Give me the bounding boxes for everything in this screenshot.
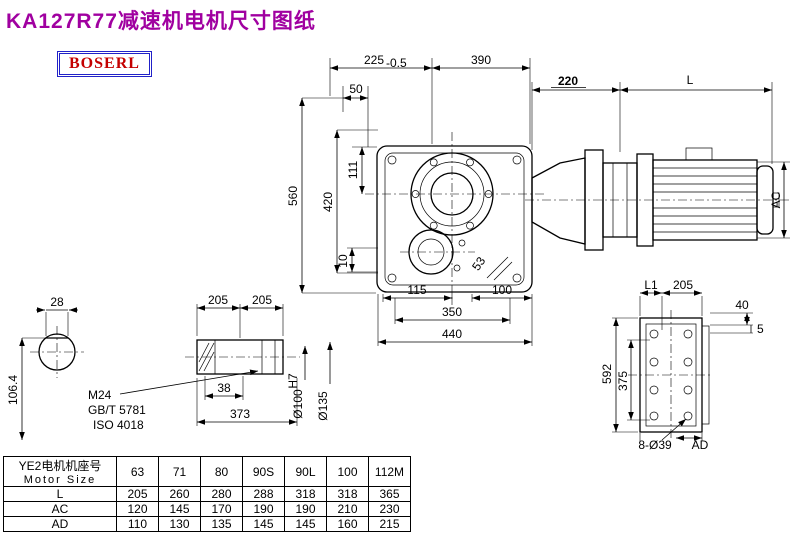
shaft-section-view: 28 106.4 bbox=[6, 295, 84, 440]
table-cell: 260 bbox=[158, 486, 201, 502]
dim-bore-label: Ø100 bbox=[291, 389, 305, 419]
standard-iso-label: ISO 4018 bbox=[93, 418, 144, 432]
table-cell: 280 bbox=[200, 486, 243, 502]
dim-53-label: 53 bbox=[469, 254, 488, 273]
ac-dimension: AC bbox=[757, 161, 790, 239]
dim-AC-label: AC bbox=[769, 191, 783, 208]
table-cell: 135 bbox=[200, 516, 243, 532]
row-label: AD bbox=[3, 516, 117, 532]
col-header: 90L bbox=[284, 456, 327, 487]
fan-shaft-stub bbox=[772, 192, 780, 208]
boserl-logo: BOSERL bbox=[57, 51, 152, 77]
table-cell: 170 bbox=[200, 501, 243, 517]
dim-5-label: 5 bbox=[757, 322, 764, 336]
table-cell: 318 bbox=[284, 486, 327, 502]
dim-440-label: 440 bbox=[442, 327, 462, 341]
dim-100-label: 100 bbox=[492, 283, 512, 297]
table-cell: 210 bbox=[326, 501, 369, 517]
dim-390-label: 390 bbox=[471, 53, 491, 67]
dim-373-label: 373 bbox=[230, 407, 250, 421]
dim-AD-label: AD bbox=[692, 438, 709, 452]
table-cell: 215 bbox=[368, 516, 411, 532]
holes-callout-label: 8-Ø39 bbox=[638, 438, 672, 452]
rear-mounting-view: L1 205 40 5 592 375 8-Ø39 AD bbox=[600, 278, 764, 452]
table-cell: 145 bbox=[284, 516, 327, 532]
table-cell: 365 bbox=[368, 486, 411, 502]
dim-225-label: 225 bbox=[364, 53, 384, 67]
col-header: 112M bbox=[368, 456, 411, 487]
dim-106-label: 106.4 bbox=[6, 375, 20, 405]
table-cell: 110 bbox=[116, 516, 159, 532]
dim-205b-label: 205 bbox=[252, 293, 272, 307]
terminal-box bbox=[685, 147, 713, 161]
header-motor-size-en: Motor Size bbox=[23, 474, 97, 486]
dim-560-label: 560 bbox=[286, 186, 300, 206]
dim-220-label: 220 bbox=[558, 74, 578, 88]
table-cell: 190 bbox=[242, 501, 285, 517]
table-cell: 318 bbox=[326, 486, 369, 502]
motor-size-table: YE2电机机座号 Motor Size 63 71 80 90S 90L 100… bbox=[3, 456, 411, 532]
front-view-gearbox bbox=[365, 132, 545, 305]
col-header: 63 bbox=[116, 456, 159, 487]
standard-gb-label: GB/T 5781 bbox=[88, 403, 146, 417]
table-cell: 120 bbox=[116, 501, 159, 517]
dim-350-label: 350 bbox=[442, 305, 462, 319]
dim-50-label: 50 bbox=[349, 82, 363, 96]
thread-label: M24 bbox=[88, 388, 112, 402]
row-label: L bbox=[3, 486, 117, 502]
dim-10-label: 10 bbox=[336, 254, 350, 268]
dim-205a-label: 205 bbox=[208, 293, 228, 307]
dim-375-label: 375 bbox=[616, 371, 630, 391]
table-cell: 190 bbox=[284, 501, 327, 517]
side-view-motor bbox=[525, 147, 792, 251]
dim-bore-tol-label: H7 bbox=[286, 373, 300, 389]
col-header: 100 bbox=[326, 456, 369, 487]
table-cell: 230 bbox=[368, 501, 411, 517]
table-cell: 145 bbox=[242, 516, 285, 532]
bell-adapter bbox=[531, 157, 586, 245]
col-header: 80 bbox=[200, 456, 243, 487]
col-header: 90S bbox=[242, 456, 285, 487]
dim-592-label: 592 bbox=[600, 364, 614, 384]
dim-L-label: L bbox=[687, 73, 694, 87]
bottom-dimensions: 115 100 53 350 440 bbox=[377, 254, 533, 346]
dim-28-label: 28 bbox=[50, 295, 64, 309]
dim-205r-label: 205 bbox=[673, 278, 693, 292]
dim-flange-label: Ø135 bbox=[316, 391, 330, 421]
table-cell: 145 bbox=[158, 501, 201, 517]
dim-420-label: 420 bbox=[321, 192, 335, 212]
dim-115-label: 115 bbox=[407, 283, 426, 297]
row-label: AC bbox=[3, 501, 117, 517]
dim-225-tol-label: -0.5 bbox=[386, 56, 407, 70]
header-motor-size: YE2电机机座号 Motor Size bbox=[3, 456, 117, 487]
table-row-AD: AD 110 130 135 145 145 160 215 bbox=[3, 516, 411, 532]
header-motor-size-cn: YE2电机机座号 bbox=[18, 459, 102, 473]
top-dimensions: 225 -0.5 390 220 L 50 bbox=[329, 53, 773, 164]
table-cell: 130 bbox=[158, 516, 201, 532]
dim-111-label: 111 bbox=[346, 161, 360, 180]
table-cell: 288 bbox=[242, 486, 285, 502]
table-cell: 160 bbox=[326, 516, 369, 532]
shaft-side-view: 205 205 M24 GB/T 5781 ISO 4018 38 373 Ø1… bbox=[88, 293, 333, 432]
dim-40-label: 40 bbox=[735, 298, 749, 312]
table-cell: 205 bbox=[116, 486, 159, 502]
dim-L1-label: L1 bbox=[644, 278, 658, 292]
left-dimensions: 560 420 111 10 bbox=[286, 97, 378, 294]
table-header-row: YE2电机机座号 Motor Size 63 71 80 90S 90L 100… bbox=[3, 456, 411, 487]
table-row-AC: AC 120 145 170 190 190 210 230 bbox=[3, 501, 411, 517]
page-title: KA127R77减速机电机尺寸图纸 bbox=[6, 10, 316, 33]
dim-38-label: 38 bbox=[217, 381, 231, 395]
table-row-L: L 205 260 280 288 318 318 365 bbox=[3, 486, 411, 502]
boserl-logo-text: BOSERL bbox=[69, 55, 140, 72]
col-header: 71 bbox=[158, 456, 201, 487]
